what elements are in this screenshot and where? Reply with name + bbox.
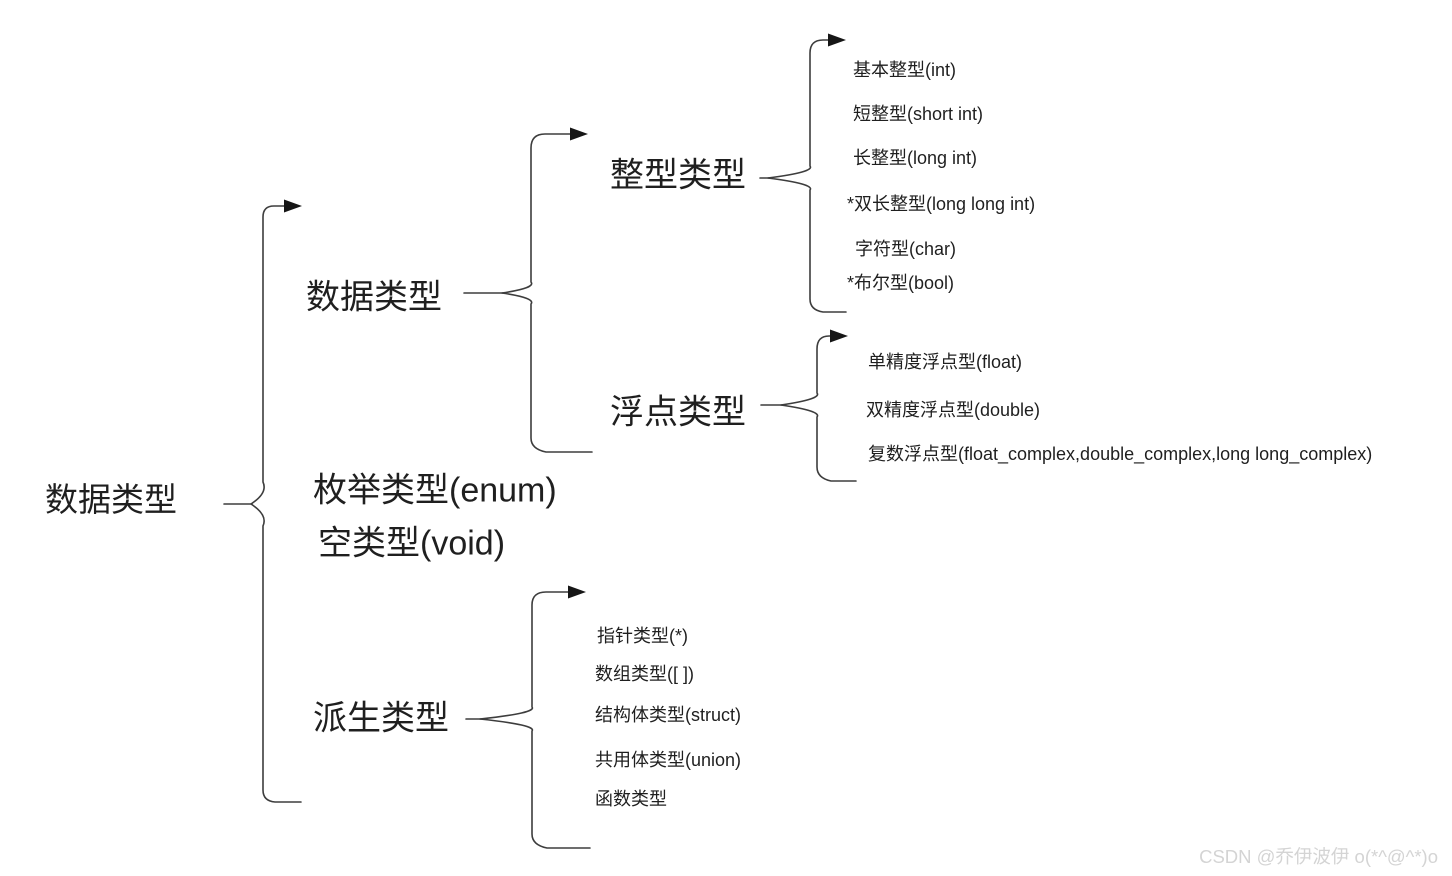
node-root: 数据类型 — [45, 480, 177, 518]
leaf-long-int: 长整型(long int) — [853, 148, 978, 169]
leaf-double: 双精度浮点型(double) — [866, 400, 1041, 421]
derived-arrow-icon — [568, 585, 586, 599]
leaf-short-int: 短整型(short int) — [853, 104, 984, 125]
float-arrow-icon — [830, 329, 848, 343]
node-data-group: 数据类型 — [306, 278, 442, 317]
float-bracket-line — [780, 335, 857, 482]
leaf-float: 单精度浮点型(float) — [868, 352, 1023, 373]
leaf-union: 共用体类型(union) — [595, 750, 742, 771]
integer-arrow-icon — [828, 33, 846, 47]
integer-bracket-line — [767, 39, 847, 313]
node-derived-group: 派生类型 — [313, 699, 449, 738]
datagroup-bracket-line — [501, 133, 593, 453]
node-void-type: 空类型(void) — [318, 524, 506, 563]
node-integer-group: 整型类型 — [610, 156, 746, 195]
leaf-bool: *布尔型(bool) — [847, 273, 955, 294]
csdn-watermark: CSDN @乔伊波伊 o(*^@^*)o — [1199, 846, 1438, 867]
node-float-group: 浮点类型 — [610, 393, 746, 432]
leaf-array: 数组类型([ ]) — [595, 664, 694, 685]
node-enum-type: 枚举类型(enum) — [313, 471, 557, 510]
leaf-complex: 复数浮点型(float_complex,double_complex,long … — [868, 444, 1373, 465]
root-bracket-line — [250, 205, 302, 803]
derived-bracket-line — [479, 591, 591, 849]
leaf-function: 函数类型 — [595, 789, 667, 810]
leaf-char: 字符型(char) — [855, 239, 957, 260]
root-arrow-icon — [284, 199, 302, 213]
leaf-struct: 结构体类型(struct) — [595, 705, 741, 726]
leaf-pointer: 指针类型(*) — [597, 626, 688, 647]
datagroup-arrow-icon — [570, 127, 588, 141]
leaf-long-long: *双长整型(long long int) — [847, 194, 1036, 215]
leaf-int: 基本整型(int) — [853, 60, 956, 81]
